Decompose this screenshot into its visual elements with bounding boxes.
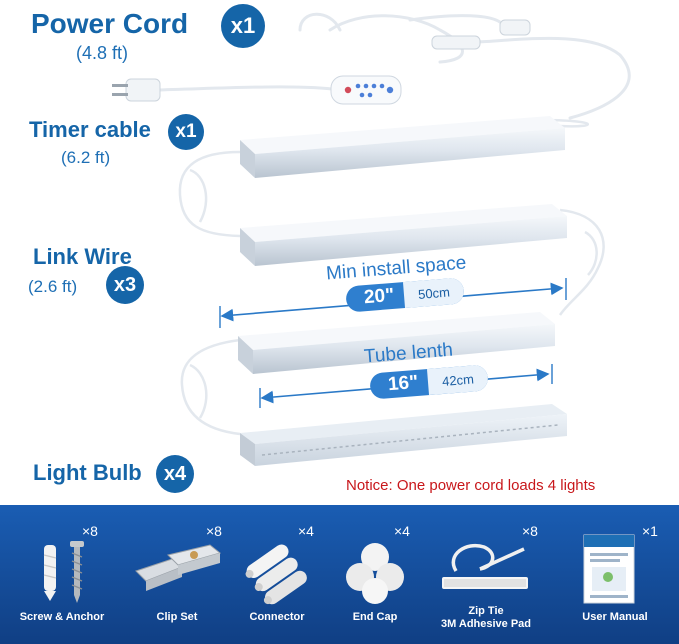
accessory-screw-anchor: ×8 Screw & Anchor	[10, 505, 114, 644]
install-space-inches: 20"	[363, 284, 395, 309]
cord-connector	[431, 35, 481, 50]
accessory-label: Connector	[249, 611, 305, 623]
product-illustration	[112, 12, 631, 466]
accessory-count: ×1	[642, 523, 658, 539]
accessory-count: ×8	[206, 523, 222, 539]
accessory-zip-tie-adhesive: ×8 Zip Tie 3M Adhesive Pad	[426, 505, 546, 644]
light-tube-4-led-side	[240, 404, 567, 466]
light-tube-3	[238, 312, 555, 374]
tube-length-inches: 16"	[387, 371, 419, 396]
accessories-panel: ×8 Screw & Anchor ×8 Clip Set	[0, 505, 679, 644]
inline-switch	[499, 19, 531, 36]
timer-cable-title: Timer cable	[29, 117, 151, 142]
power-cord-length: (4.8 ft)	[76, 43, 129, 63]
accessory-label: User Manual	[582, 611, 648, 623]
accessory-label: End Cap	[352, 611, 398, 623]
power-plug	[112, 78, 161, 102]
power-cord-qty-badge: x1	[221, 4, 265, 48]
accessory-count: ×8	[82, 523, 98, 539]
link-wire-length: (2.6 ft)	[28, 277, 78, 296]
accessory-count: ×4	[394, 523, 410, 539]
accessory-connector: ×4 Connector	[236, 505, 318, 644]
link-wire-title: Link Wire	[33, 244, 132, 269]
end-cap-icon	[346, 543, 404, 604]
accessory-label: Clip Set	[156, 611, 198, 623]
notice-text: Notice: One power cord loads 4 lights	[346, 477, 596, 494]
accessory-count: ×4	[298, 523, 314, 539]
light-bulb-qty-badge: x4	[156, 455, 194, 493]
accessory-label: Zip Tie 3M Adhesive Pad	[440, 605, 532, 630]
zip-tie-icon	[442, 543, 528, 589]
light-tube-1	[240, 116, 565, 178]
link-wire-qty-badge: x3	[106, 266, 144, 304]
timer-controller	[330, 75, 402, 105]
timer-cable-length: (6.2 ft)	[61, 148, 111, 167]
clip-set-icon	[135, 544, 222, 591]
accessory-count: ×8	[522, 523, 538, 539]
user-manual-icon	[583, 534, 635, 604]
accessory-label: Screw & Anchor	[19, 611, 105, 623]
tube-length-cm: 42cm	[427, 364, 489, 396]
screw-anchor-icon	[43, 541, 84, 603]
connector-icon	[245, 544, 307, 605]
light-tube-2	[240, 204, 567, 266]
light-bulb-title: Light Bulb	[33, 460, 142, 485]
accessory-end-cap: ×4 End Cap	[336, 505, 414, 644]
timer-cable-qty-badge: x1	[168, 114, 204, 150]
accessory-user-manual: ×1 User Manual	[560, 505, 670, 644]
accessory-clip-set: ×8 Clip Set	[122, 505, 232, 644]
power-cord	[153, 12, 631, 120]
link-wires	[178, 118, 605, 436]
install-space-cm: 50cm	[403, 277, 465, 309]
power-cord-title: Power Cord	[31, 8, 189, 39]
